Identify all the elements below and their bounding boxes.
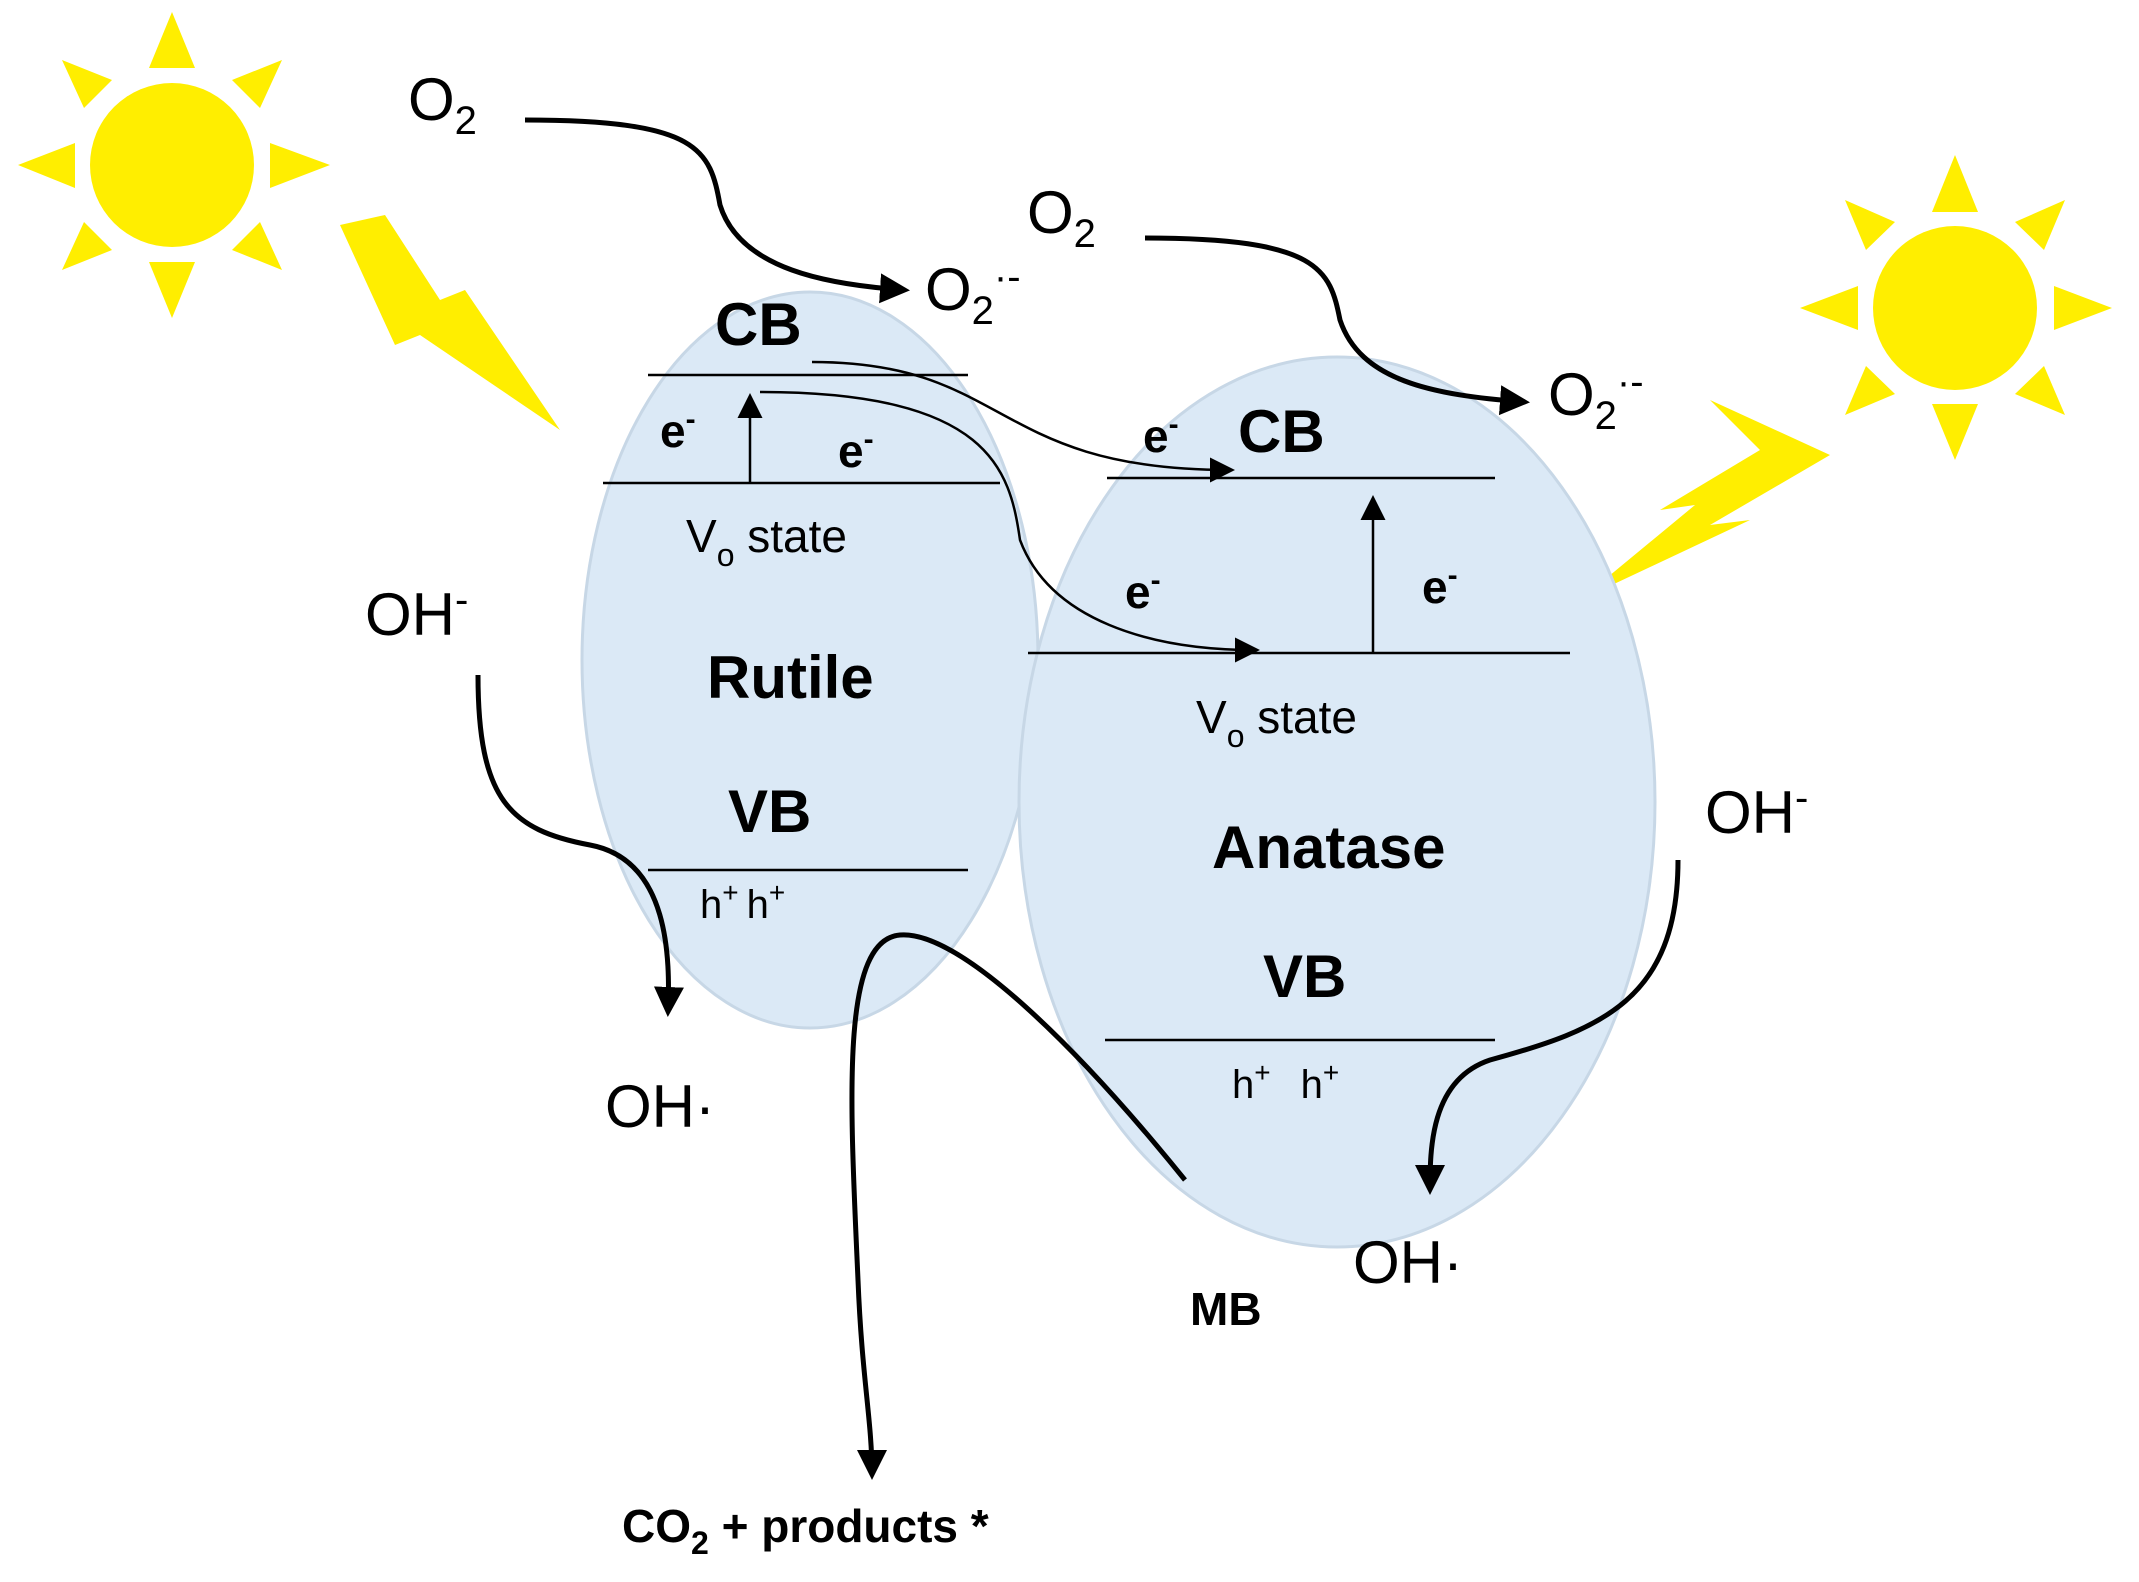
lightning-icon-right — [1580, 400, 1830, 600]
anatase-name-label: Anatase — [1212, 814, 1445, 881]
cb-transfer-arrow — [811, 360, 1235, 483]
hydroxyl-radical-label-left: OH· — [605, 1073, 715, 1140]
rutile-vo-state-label: Vo state — [686, 510, 847, 573]
o2-reduction-arrow-left — [524, 117, 910, 304]
superoxide-label-left: O2·- — [925, 255, 1021, 333]
oh-oxidation-arrow-left — [475, 674, 684, 1017]
rutile-e-right: e- — [838, 423, 874, 477]
rutile-cb-label: CB — [715, 291, 802, 358]
sun-icon-right — [1800, 155, 2112, 460]
rutile-holes-label: h+h+ — [700, 877, 785, 927]
products-label: CO2 + products * — [622, 1500, 989, 1561]
o2-reduction-arrow-right — [1144, 235, 1530, 416]
sun-icon-left — [18, 12, 330, 318]
anatase-e-excite: e- — [1422, 559, 1458, 613]
anatase-e-transfer: e- — [1125, 564, 1161, 618]
anatase-e-cb: e- — [1143, 408, 1179, 462]
rutile-vb-label: VB — [728, 778, 811, 845]
mb-label: MB — [1190, 1283, 1262, 1335]
hydroxyl-radical-label-right: OH· — [1353, 1229, 1463, 1296]
anatase-vb-label: VB — [1263, 943, 1346, 1010]
oh-oxidation-arrow-right — [1415, 859, 1681, 1195]
lightning-icon-left — [340, 215, 560, 430]
anatase-vo-state-label: Vo state — [1196, 691, 1357, 754]
superoxide-label-right: O2·- — [1548, 360, 1644, 438]
o2-label-right: O2 — [1027, 179, 1096, 256]
rutile-name-label: Rutile — [707, 644, 874, 711]
hydroxide-label-right: OH- — [1705, 776, 1808, 846]
rutile-e-left: e- — [660, 403, 696, 457]
mb-degradation-arrow — [849, 932, 1187, 1480]
vo-transfer-arrow — [759, 390, 1260, 663]
hydroxide-label-left: OH- — [365, 578, 468, 648]
anatase-particle — [1017, 355, 1657, 1249]
anatase-cb-label: CB — [1238, 398, 1325, 465]
o2-label-left: O2 — [408, 66, 477, 143]
anatase-holes-label: h+h+ — [1232, 1057, 1339, 1107]
